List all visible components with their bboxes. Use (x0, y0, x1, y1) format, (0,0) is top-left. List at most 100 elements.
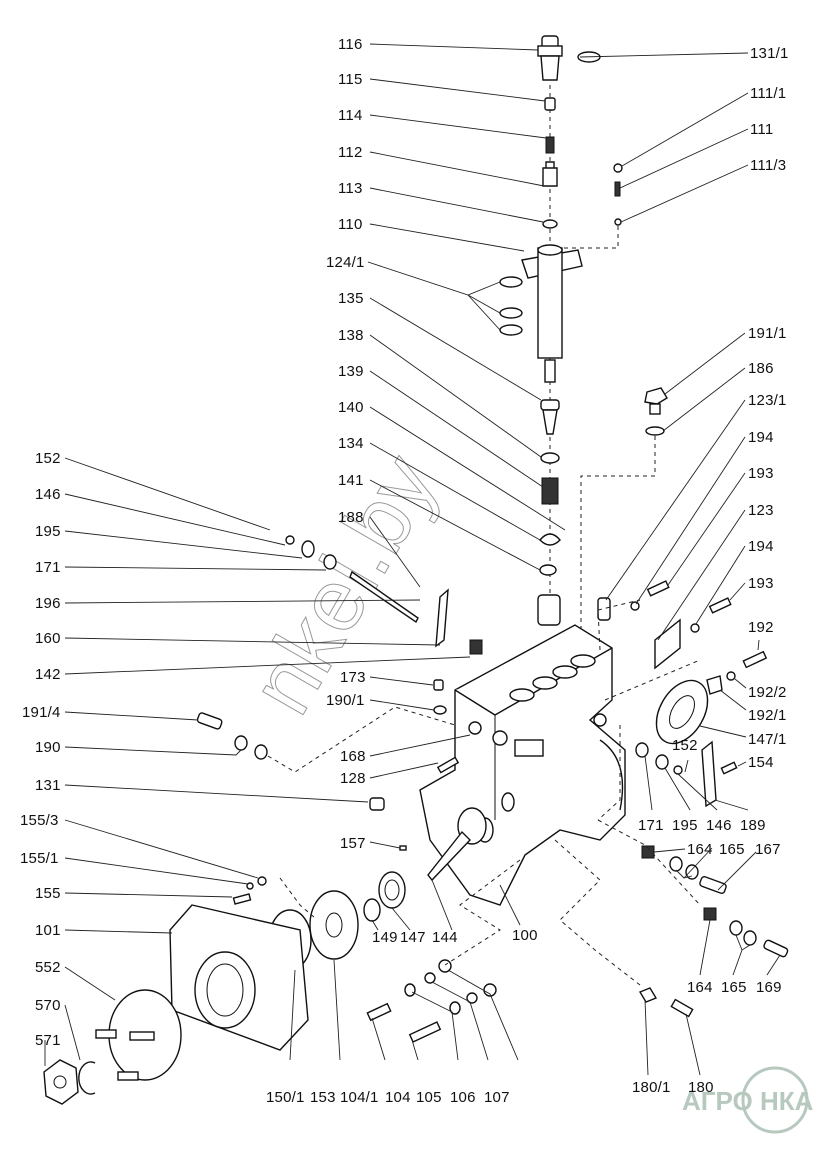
label-147: 147 (400, 929, 426, 946)
label-123-1: 123/1 (748, 392, 787, 409)
label-180: 180 (688, 1079, 714, 1096)
part-labels: 116 115 114 112 113 110 124/1 135 138 13… (20, 36, 788, 1106)
label-155: 155 (35, 885, 61, 902)
part-165-washer-a1 (669, 856, 683, 872)
label-192: 192 (748, 619, 774, 636)
label-115: 115 (338, 71, 363, 88)
label-104-1: 104/1 (340, 1089, 379, 1106)
label-111: 111 (750, 121, 773, 138)
part-192-1-tab (706, 675, 723, 695)
part-192-2-clip (726, 671, 736, 681)
part-105-washer-2 (449, 1001, 461, 1015)
label-135: 135 (338, 290, 364, 307)
part-155-3 (257, 876, 267, 886)
part-116-valve-holder (537, 35, 563, 81)
part-195-washer (301, 540, 315, 558)
part-194-washer-b (690, 623, 700, 633)
label-123: 123 (748, 502, 774, 519)
part-155-1 (246, 882, 254, 890)
part-153-flange (309, 890, 359, 960)
label-190: 190 (35, 739, 61, 756)
part-123-1-plate (597, 597, 611, 621)
part-173-screw (433, 679, 444, 691)
label-131: 131 (35, 777, 61, 794)
part-107-nut (438, 959, 452, 973)
label-134: 134 (338, 435, 364, 452)
label-138: 138 (338, 327, 364, 344)
part-131-plug (369, 797, 385, 811)
part-193-screw-a (646, 580, 670, 597)
part-194-washer-a (630, 601, 640, 611)
part-160-lever (435, 588, 449, 648)
part-189-lever (701, 740, 717, 808)
label-146-left: 146 (35, 486, 61, 503)
label-180-1: 180/1 (632, 1079, 671, 1096)
label-552: 552 (35, 959, 61, 976)
part-140-seat (539, 533, 561, 546)
label-165-b: 165 (721, 979, 747, 996)
label-106: 106 (450, 1089, 476, 1106)
label-116: 116 (338, 36, 363, 53)
part-146-clip (285, 535, 295, 545)
part-112-valve (542, 161, 558, 187)
label-107: 107 (484, 1089, 510, 1106)
part-115 (544, 97, 556, 111)
part-104-stud (408, 1021, 442, 1043)
label-189: 189 (740, 817, 766, 834)
label-168: 168 (340, 748, 366, 765)
label-190-1: 190/1 (326, 692, 365, 709)
part-169-bolt (763, 939, 789, 958)
label-164-a: 164 (687, 841, 713, 858)
part-191-4-bolt (196, 712, 223, 730)
part-146-clip-right (673, 765, 683, 775)
label-171-left: 171 (35, 559, 61, 576)
label-111-1: 111/1 (750, 85, 786, 102)
label-160: 160 (35, 630, 61, 647)
logo-text: АГРО НКА (682, 1086, 814, 1116)
part-111-group (560, 163, 623, 249)
label-155-1: 155/1 (20, 850, 59, 867)
part-165-washer-b2 (743, 930, 757, 946)
label-114: 114 (338, 107, 363, 124)
part-147-1-bearing (655, 679, 709, 745)
label-173: 173 (340, 669, 366, 686)
part-165-washer-a2 (685, 864, 699, 880)
label-191-4: 191/4 (22, 704, 61, 721)
part-552-coupling (95, 989, 182, 1081)
part-113-washer (542, 219, 558, 229)
label-186: 186 (748, 360, 774, 377)
part-123-bracket (654, 618, 681, 670)
label-195-left: 195 (35, 523, 61, 540)
part-141-washer (539, 564, 557, 576)
label-164-b: 164 (687, 979, 713, 996)
part-135-plunger-top (540, 399, 560, 435)
part-167-bolt (699, 876, 727, 894)
part-191-1-plug (580, 387, 668, 640)
label-167: 167 (755, 841, 781, 858)
label-146-right: 146 (706, 817, 732, 834)
label-196: 196 (35, 595, 61, 612)
label-104: 104 (385, 1089, 411, 1106)
part-193-screw-b (708, 597, 732, 614)
label-141: 141 (338, 472, 364, 489)
part-107-nut-2 (483, 983, 497, 997)
part-171-spacer (323, 554, 337, 570)
part-157-pin (399, 845, 407, 851)
part-164-nut-b (703, 907, 717, 921)
part-106-clip-2 (466, 992, 478, 1004)
part-104-1-stud (366, 1002, 392, 1022)
label-571: 571 (35, 1032, 61, 1049)
label-188: 188 (338, 509, 364, 526)
label-192-1: 192/1 (748, 707, 787, 724)
part-171-spacer-right (635, 742, 649, 758)
label-193-a: 193 (748, 465, 774, 482)
label-147-1: 147/1 (748, 731, 787, 748)
label-142: 142 (35, 666, 61, 683)
part-144-camshaft (427, 807, 487, 882)
label-169: 169 (756, 979, 782, 996)
part-106-clip (424, 972, 436, 984)
label-171-right: 171 (638, 817, 664, 834)
leader-lines (44, 43, 781, 1076)
label-152-left: 152 (35, 450, 61, 467)
part-190-washer-1 (234, 735, 248, 751)
